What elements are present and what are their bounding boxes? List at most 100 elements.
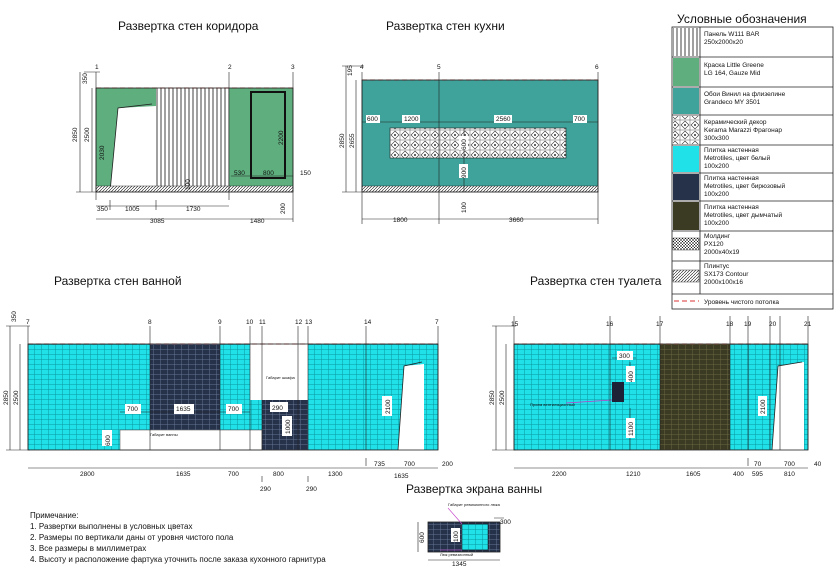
- bathroom-cabinet-gap: [250, 344, 308, 400]
- kitchen-backsplash-decor: [389, 127, 567, 159]
- kitchen-dim-2655: 2655: [349, 133, 356, 148]
- toilet-axis-15: 15: [511, 321, 519, 328]
- bathroom-dim-b-1635: 1635: [176, 471, 191, 478]
- toilet-dim-b-595: 595: [752, 471, 763, 478]
- kitchen-axis-5: 5: [437, 64, 441, 71]
- toilet-dim-b-70: 70: [754, 461, 762, 468]
- legend-text-tile-smoke-1: Плитка настенная: [704, 204, 759, 211]
- legend-swatch-molding: [672, 237, 700, 251]
- kitchen-dim-inner-900: 900: [461, 167, 468, 178]
- bathroom-elevation: 7 8 9 10 11 12 13 14 7 350 2850 2500 700…: [3, 311, 453, 493]
- bathroom-dim-2500: 2500: [13, 390, 20, 405]
- toilet-dim-2850: 2850: [489, 390, 496, 405]
- legend-text-decor-3: 300x300: [704, 135, 729, 142]
- bathroom-label-bathtub: Габарит ванны: [150, 432, 178, 437]
- toilet-dim-300: 300: [619, 353, 630, 360]
- legend-text-paint-1: Краска Little Greene: [704, 62, 764, 69]
- bathroom-dim-600: 600: [105, 435, 112, 446]
- notes-item-3: 3. Все размеры в миллиметрах: [30, 544, 146, 553]
- corridor-title: Развертка стен коридора: [118, 19, 259, 33]
- corridor-elevation: 1 2 3 350 2850 2500 2030 2200 100 530 80…: [72, 64, 311, 225]
- kitchen-axis-4: 4: [360, 64, 364, 71]
- kitchen-elevation: 4 5 6 195 2850 2655 600 1200 2560 700 60…: [339, 64, 599, 224]
- legend-text-wallpaper-1: Обои Винил на флизелине: [704, 90, 786, 98]
- corridor-wood-panels: [156, 88, 229, 192]
- legend-text-molding-3: 2000x40x19: [704, 249, 740, 256]
- corridor-dim-2200: 2200: [278, 130, 285, 145]
- toilet-title: Развертка стен туалета: [530, 274, 662, 288]
- notes-item-2: 2. Размеры по вертикали даны от уровня ч…: [30, 533, 234, 542]
- legend-swatch-wallpaper: [673, 88, 699, 114]
- corridor-dim-800: 800: [263, 170, 274, 177]
- bathroom-dim-b-2800: 2800: [80, 471, 95, 478]
- screen-hatch: [461, 523, 489, 551]
- legend-text-plinth-3: 2000x100x16: [704, 279, 743, 286]
- corridor-mirror-frame: [250, 91, 286, 179]
- legend-text-molding-2: PX120: [704, 241, 724, 248]
- toilet-dim-b-810: 810: [784, 471, 795, 478]
- toilet-dim-1100: 1100: [628, 422, 635, 436]
- kitchen-dim-inner-100: 100: [461, 202, 468, 213]
- kitchen-dim-b-3660: 3660: [509, 217, 524, 224]
- corridor-dim-b-1005: 1005: [125, 206, 140, 213]
- kitchen-dim-inner-600: 600: [461, 139, 468, 150]
- legend-text-plinth-2: SX173 Contour: [704, 271, 749, 278]
- corridor-door-opening: [110, 106, 156, 192]
- toilet-axis-20: 20: [769, 321, 777, 328]
- bathroom-axis-7a: 7: [26, 319, 30, 326]
- toilet-label-vent: Проем вентиляционный: [530, 402, 575, 407]
- bathroom-axis-12: 12: [295, 319, 303, 326]
- corridor-dim-200: 200: [280, 203, 287, 214]
- bathroom-dim-b-735: 735: [374, 461, 385, 468]
- bathroom-dim-290: 290: [272, 405, 283, 412]
- toilet-dim-b-1605: 1605: [686, 471, 701, 478]
- corridor-dim-2850: 2850: [72, 127, 79, 142]
- bathroom-dim-b-290b: 290: [306, 486, 317, 493]
- legend-text-molding-1: Молдинг: [704, 233, 731, 240]
- toilet-dim-b-700: 700: [784, 461, 795, 468]
- legend-text-tile-turq-1: Плитка настенная: [704, 175, 759, 182]
- toilet-axis-19: 19: [744, 321, 752, 328]
- screen-dim-100: 100: [453, 531, 460, 542]
- corridor-door-leaf: [109, 103, 153, 193]
- legend-swatch-tile-smoke: [673, 202, 699, 230]
- corridor-dim-b-1480: 1480: [250, 218, 265, 225]
- legend-swatch-tile-turq: [673, 174, 699, 200]
- kitchen-title: Развертка стен кухни: [386, 19, 505, 33]
- corridor-dim-2030: 2030: [99, 145, 106, 160]
- toilet-axis-18: 18: [726, 321, 734, 328]
- bathroom-axis-14: 14: [364, 319, 372, 326]
- legend-text-panel-2: 250x2000x20: [704, 39, 743, 46]
- corridor-axis-3: 3: [291, 64, 295, 71]
- corridor-dim-b-3085: 3085: [150, 218, 165, 225]
- legend-text-plinth-1: Плинтус: [704, 263, 730, 270]
- screen-label-hatch: Люк ревизионный: [440, 552, 473, 557]
- toilet-dim-400: 400: [628, 371, 635, 382]
- toilet-dim-b-1210: 1210: [626, 471, 641, 478]
- bathroom-title: Развертка стен ванной: [54, 274, 182, 288]
- bathroom-axis-11: 11: [259, 319, 266, 326]
- screen-title: Развертка экрана ванны: [406, 482, 542, 496]
- kitchen-dim-700: 700: [574, 116, 585, 123]
- bathroom-dim-b-290a: 290: [260, 486, 271, 493]
- corridor-dim-530: 530: [234, 170, 245, 177]
- legend-swatch-decor: [673, 116, 699, 144]
- screen-dim-600: 600: [419, 532, 426, 543]
- screen-dim-1345: 1345: [452, 561, 467, 567]
- toilet-elevation: Проем вентиляционный 15 16 17 18 19 20 2…: [489, 316, 822, 478]
- bathroom-dim-2850: 2850: [3, 390, 10, 405]
- bathroom-dim-1000: 1000: [285, 419, 292, 434]
- bathroom-axis-8: 8: [148, 319, 152, 326]
- legend-text-decor-2: Kerama Marazzi Фрагонар: [704, 127, 782, 134]
- screen-dim-300: 300: [500, 519, 511, 526]
- bathroom-dim-2100: 2100: [385, 399, 392, 414]
- bathroom-dim-b-800: 800: [273, 471, 284, 478]
- bathroom-axis-10: 10: [246, 319, 254, 326]
- toilet-axis-17: 17: [656, 321, 664, 328]
- legend-swatch-plinth: [672, 269, 700, 283]
- bath-screen-elevation: Габарит ревизионного люка Люк ревизионны…: [417, 502, 511, 567]
- legend-text-tile-smoke-3: 100x200: [704, 220, 729, 227]
- bathroom-dim-b-1635b: 1635: [394, 473, 409, 480]
- bathroom-dim-350: 350: [11, 311, 18, 322]
